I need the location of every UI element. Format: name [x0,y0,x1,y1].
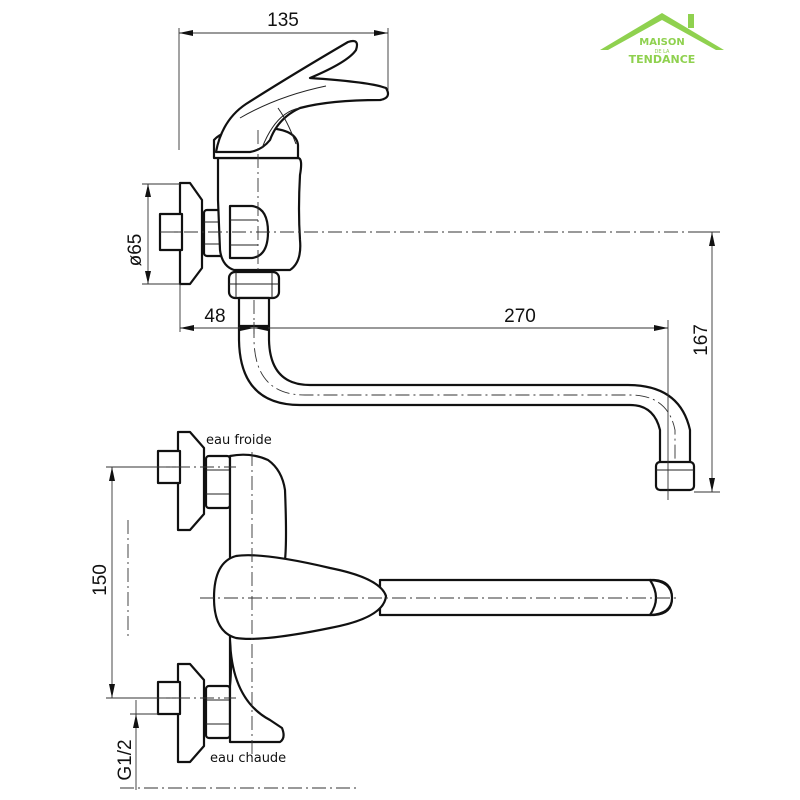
dimension-diameter-label: ø65 [125,234,146,267]
dimension-offset-label: 48 [204,306,225,327]
side-view: 135 ø65 [125,10,720,500]
cold-inlet-nut [204,454,232,510]
hot-inlet-nut [204,684,232,740]
lever-handle [214,39,390,154]
dimension-thread-label: G1/2 [115,739,136,780]
aerator [654,460,696,492]
logo-chimney [688,14,694,28]
cold-water-label: eau froide [206,433,272,448]
brand-logo: MAISON DE LA TENDANCE [600,13,724,66]
dimension-inlet-spacing-label: 150 [90,564,111,596]
dimension-spout-length-label: 270 [504,306,536,327]
wall-flange [178,181,204,286]
logo-line1: MAISON [639,37,684,48]
logo-line3: TENDANCE [629,53,696,66]
plan-view: eau froide eau chaude 150 G1/2 [90,430,676,790]
plan-spout-tube [378,578,674,617]
spout-tube-outer [237,324,662,464]
dimension-width-label: 135 [267,10,299,31]
logo-line2: DE LA [655,49,670,55]
hot-inlet-flange [176,662,206,764]
plan-lever-handle [212,554,388,640]
cold-inlet-flange [176,430,206,532]
dimension-height-label: 167 [691,324,712,356]
hot-water-label: eau chaude [210,751,286,766]
spout-tube-inner [267,324,692,464]
logo-roof-icon [600,13,724,50]
